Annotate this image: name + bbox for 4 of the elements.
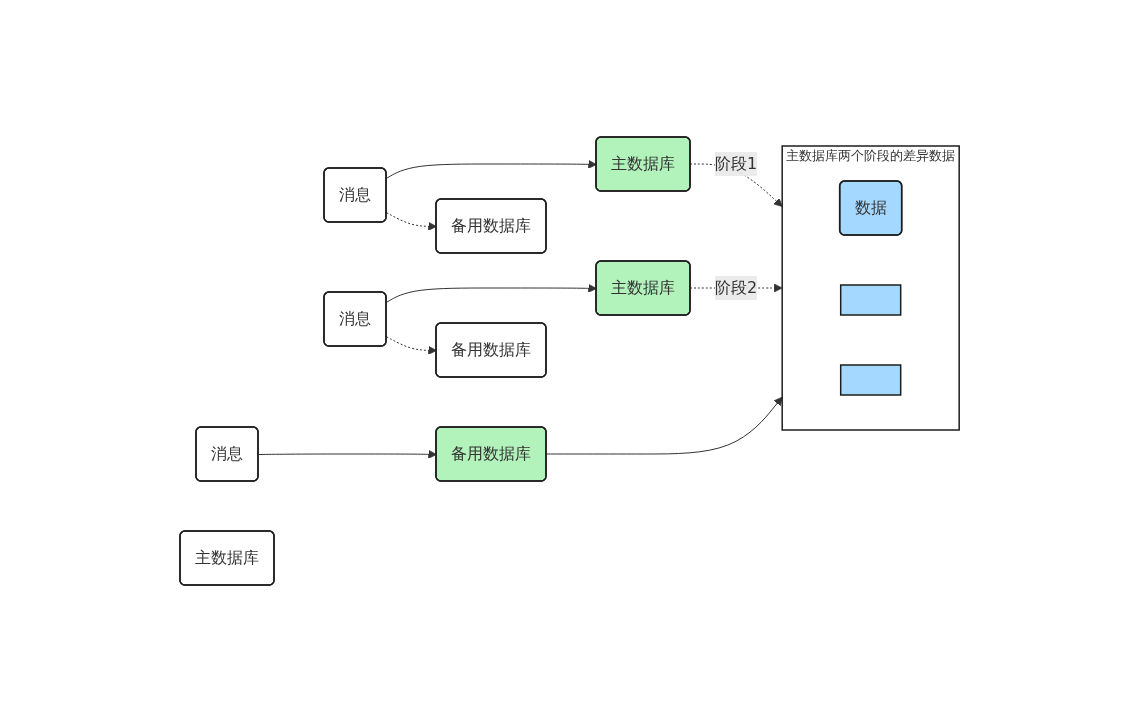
edge-label: 阶段2 bbox=[715, 277, 758, 297]
edge-label: 阶段1 bbox=[715, 153, 758, 173]
node-box bbox=[840, 283, 902, 316]
node-box bbox=[840, 363, 902, 396]
